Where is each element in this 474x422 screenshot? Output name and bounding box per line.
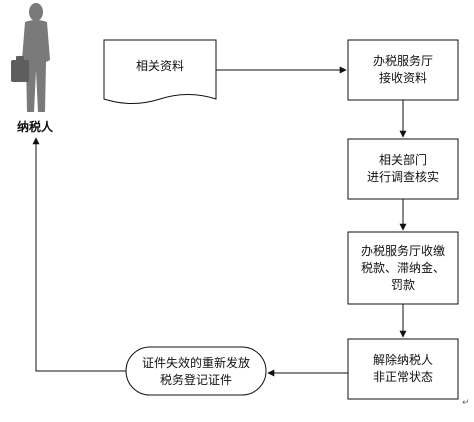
related-materials-document xyxy=(103,39,217,104)
lift-status-line1: 解除纳税人 xyxy=(372,353,433,367)
lift-status-label: 解除纳税人 非正常状态 xyxy=(348,352,458,386)
hall-receive-label: 办税服务厅 接收资料 xyxy=(348,53,458,87)
hall-receive-line2: 接收资料 xyxy=(378,71,427,85)
reissue-line1: 证件失效的重新发放 xyxy=(141,356,250,370)
taxpayer-figure-icon xyxy=(11,3,50,112)
related-materials-label: 相关资料 xyxy=(104,58,216,75)
collect-line2: 税款、滞纳金、 xyxy=(360,261,445,275)
lift-status-box xyxy=(347,338,459,400)
investigate-line1: 相关部门 xyxy=(378,153,427,167)
collect-box xyxy=(347,231,459,305)
collect-line1: 办税服务厅收缴 xyxy=(360,244,445,258)
arrow-reissue-to-taxpayer xyxy=(32,137,126,372)
lift-status-line2: 非正常状态 xyxy=(372,370,433,384)
investigate-line2: 进行调查核实 xyxy=(366,170,439,184)
paragraph-mark: ↵ xyxy=(462,398,470,408)
reissue-line2: 税务登记证件 xyxy=(159,373,232,387)
reissue-label: 证件失效的重新发放 税务登记证件 xyxy=(126,355,266,389)
related-materials-text: 相关资料 xyxy=(135,59,184,73)
investigate-label: 相关部门 进行调查核实 xyxy=(348,152,458,186)
collect-line3: 罚款 xyxy=(390,278,415,292)
taxpayer-label: 纳税人 xyxy=(16,120,53,134)
hall-receive-line1: 办税服务厅 xyxy=(372,54,433,68)
collect-label: 办税服务厅收缴 税款、滞纳金、 罚款 xyxy=(348,243,458,294)
investigate-box xyxy=(347,138,459,200)
